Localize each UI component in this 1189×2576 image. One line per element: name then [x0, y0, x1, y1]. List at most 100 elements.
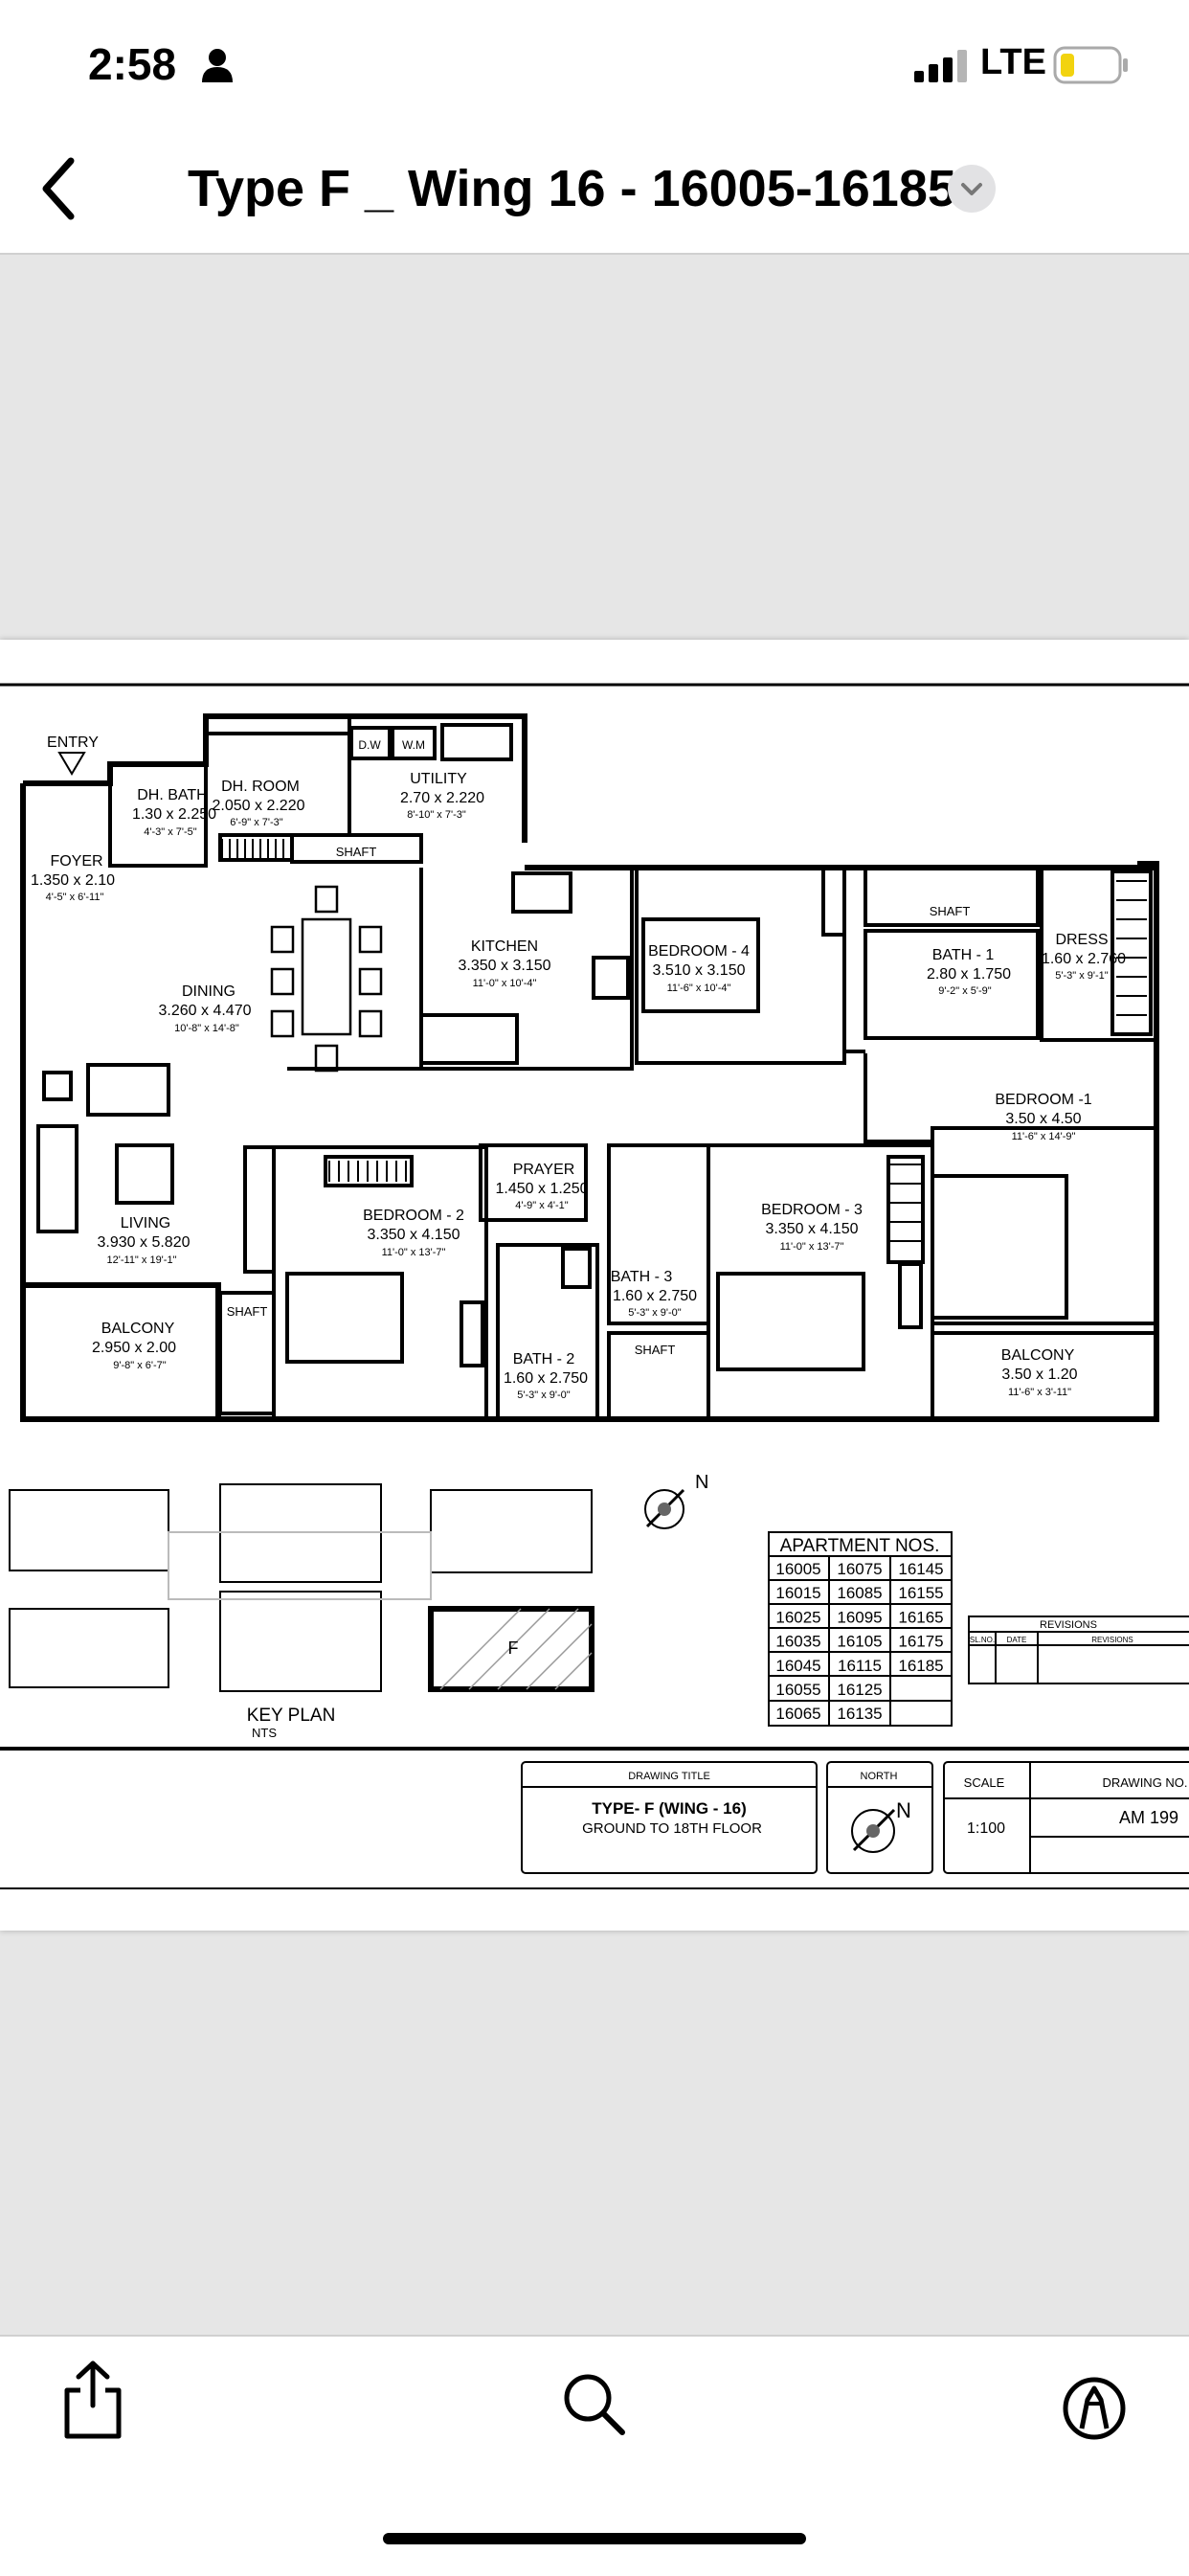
room-dim: 3.510 x 3.150 — [653, 962, 746, 979]
apartment-number: 16175 — [898, 1633, 943, 1651]
north-arrow-icon — [851, 1808, 896, 1853]
network-type: LTE — [980, 42, 1046, 82]
status-bar — [0, 0, 1189, 134]
room-imperial: 9'-2" x 5'-9" — [938, 985, 992, 997]
north-arrow-icon: N — [644, 1472, 708, 1529]
apartment-number: 16105 — [837, 1633, 882, 1651]
document-title[interactable]: Type F _ Wing 16 - 16005-16185 — [188, 160, 956, 217]
back-chevron-icon[interactable] — [34, 153, 82, 224]
room-name: DH. ROOM — [221, 779, 300, 795]
room-name: BALCONY — [1001, 1347, 1075, 1364]
scale-label: SCALE — [964, 1775, 1005, 1790]
share-icon[interactable] — [59, 2356, 126, 2442]
revisions-col-no: SL.NO. — [970, 1636, 995, 1644]
revisions-col-rev: REVISIONS — [1091, 1636, 1133, 1644]
signal-icon — [914, 50, 967, 82]
room-name: BATH - 3 — [611, 1269, 673, 1285]
drawing-no-label: DRAWING NO. — [1102, 1775, 1187, 1790]
north-label: N — [695, 1472, 708, 1493]
room-name: BATH - 1 — [932, 947, 995, 963]
room-dim: 3.350 x 4.150 — [766, 1221, 859, 1237]
room-name: FOYER — [50, 853, 102, 870]
room-imperial: 11'-6" x 14'-9" — [1012, 1131, 1076, 1142]
room-imperial: 4'-3" x 7'-5" — [144, 826, 197, 838]
floor-plan-drawing: ENTRY FOYER 1.350 x 2.10 4'-5" x 6'-11" … — [0, 683, 1189, 1889]
chevron-down-icon — [961, 183, 982, 195]
search-icon[interactable] — [561, 2371, 628, 2438]
room-name: ENTRY — [47, 734, 99, 751]
room-imperial: 11'-0" x 10'-4" — [473, 978, 537, 989]
status-time: 2:58 — [88, 39, 177, 89]
room-imperial: 11'-6" x 3'-11" — [1008, 1387, 1071, 1398]
room-imperial: 12'-11" x 19'-1" — [107, 1254, 177, 1266]
markup-pen-icon[interactable] — [1061, 2375, 1128, 2442]
room-dim: 3.260 x 4.470 — [159, 1003, 252, 1019]
title-menu-button[interactable] — [948, 165, 996, 213]
apartment-number: 16075 — [837, 1560, 882, 1578]
room-dim: 1.60 x 2.750 — [613, 1288, 697, 1304]
person-icon — [202, 49, 233, 82]
room-name: BEDROOM - 2 — [363, 1208, 464, 1224]
apartment-number: 16115 — [838, 1657, 882, 1675]
revisions-table — [968, 1616, 1189, 1684]
room-dim: 3.50 x 1.20 — [1001, 1367, 1077, 1383]
apartment-number: 16015 — [775, 1584, 820, 1602]
room-imperial: 5'-3" x 9'-1" — [1055, 970, 1109, 982]
room-imperial: 9'-8" x 6'-7" — [113, 1360, 167, 1371]
apartment-table-header: APARTMENT NOS. — [780, 1536, 940, 1556]
document-page[interactable]: ENTRY FOYER 1.350 x 2.10 4'-5" x 6'-11" … — [0, 640, 1189, 1931]
shaft-label: SHAFT — [635, 1343, 676, 1357]
room-dim: 2.70 x 2.220 — [400, 790, 484, 806]
room-name: PRAYER — [513, 1162, 575, 1178]
shaft-label: SHAFT — [930, 904, 971, 918]
room-dim: 2.80 x 1.750 — [927, 966, 1011, 983]
room-imperial: 4'-9" x 4'-1" — [515, 1200, 569, 1211]
key-plan-hatch — [439, 1608, 593, 1690]
room-dim: 2.950 x 2.00 — [92, 1340, 176, 1356]
room-name: DH. BATH — [137, 787, 207, 803]
room-imperial: 8'-10" x 7'-3" — [407, 809, 466, 821]
room-dim: 1.60 x 2.760 — [1042, 951, 1126, 967]
room-dim: 3.350 x 3.150 — [459, 958, 551, 974]
apartment-number: 16095 — [837, 1608, 882, 1626]
room-imperial: 5'-3" x 9'-0" — [628, 1307, 682, 1319]
battery-icon — [1053, 46, 1128, 84]
room-name: BEDROOM - 4 — [648, 943, 750, 960]
north-block-letter: N — [896, 1798, 911, 1822]
room-name: BEDROOM -1 — [995, 1092, 1091, 1108]
room-dim: 1.60 x 2.750 — [504, 1370, 588, 1387]
shaft-label: SHAFT — [227, 1304, 268, 1319]
key-plan-title: KEY PLAN — [247, 1706, 336, 1726]
apartment-number: 16025 — [775, 1608, 820, 1626]
apartment-number: 16085 — [837, 1584, 882, 1602]
key-unit-label: F — [508, 1638, 519, 1658]
room-imperial: 11'-0" x 13'-7" — [780, 1241, 844, 1253]
room-imperial: 10'-8" x 14'-8" — [174, 1023, 239, 1034]
room-dim: 1.450 x 1.250 — [496, 1181, 589, 1197]
room-name: KITCHEN — [471, 938, 538, 955]
drawing-title-label: DRAWING TITLE — [628, 1771, 710, 1782]
apartment-number: 16055 — [775, 1681, 820, 1699]
drawing-title: TYPE- F (WING - 16) — [592, 1799, 747, 1818]
apartment-cells: 16005 16075 16145 16015 16085 16155 16025 16095… — [775, 1560, 943, 1723]
room-dim: 1.30 x 2.250 — [132, 806, 216, 823]
room-dim: 3.350 x 4.150 — [368, 1227, 460, 1243]
room-labels: ENTRY FOYER 1.350 x 2.10 4'-5" x 6'-11" … — [31, 734, 1126, 1401]
apartment-table-grid — [768, 1531, 953, 1727]
apartment-number: 16145 — [898, 1560, 943, 1578]
apartment-number: 16005 — [775, 1560, 820, 1578]
apartment-number: 16035 — [775, 1633, 820, 1651]
room-name: BALCONY — [101, 1321, 175, 1337]
home-indicator[interactable] — [383, 2533, 806, 2544]
room-dim: 2.050 x 2.220 — [213, 798, 305, 814]
room-dim: 1.350 x 2.10 — [31, 872, 115, 889]
apartment-number: 16155 — [898, 1584, 943, 1602]
room-dim: 3.930 x 5.820 — [98, 1234, 191, 1251]
room-imperial: 11'-6" x 10'-4" — [667, 983, 731, 994]
apartment-number: 16065 — [775, 1705, 820, 1723]
key-plan — [9, 1483, 594, 1692]
revisions-col-date: DATE — [1007, 1636, 1027, 1644]
dining-table — [270, 885, 383, 1073]
room-imperial: 11'-0" x 13'-7" — [382, 1247, 446, 1258]
room-name: DRESS — [1055, 932, 1108, 948]
